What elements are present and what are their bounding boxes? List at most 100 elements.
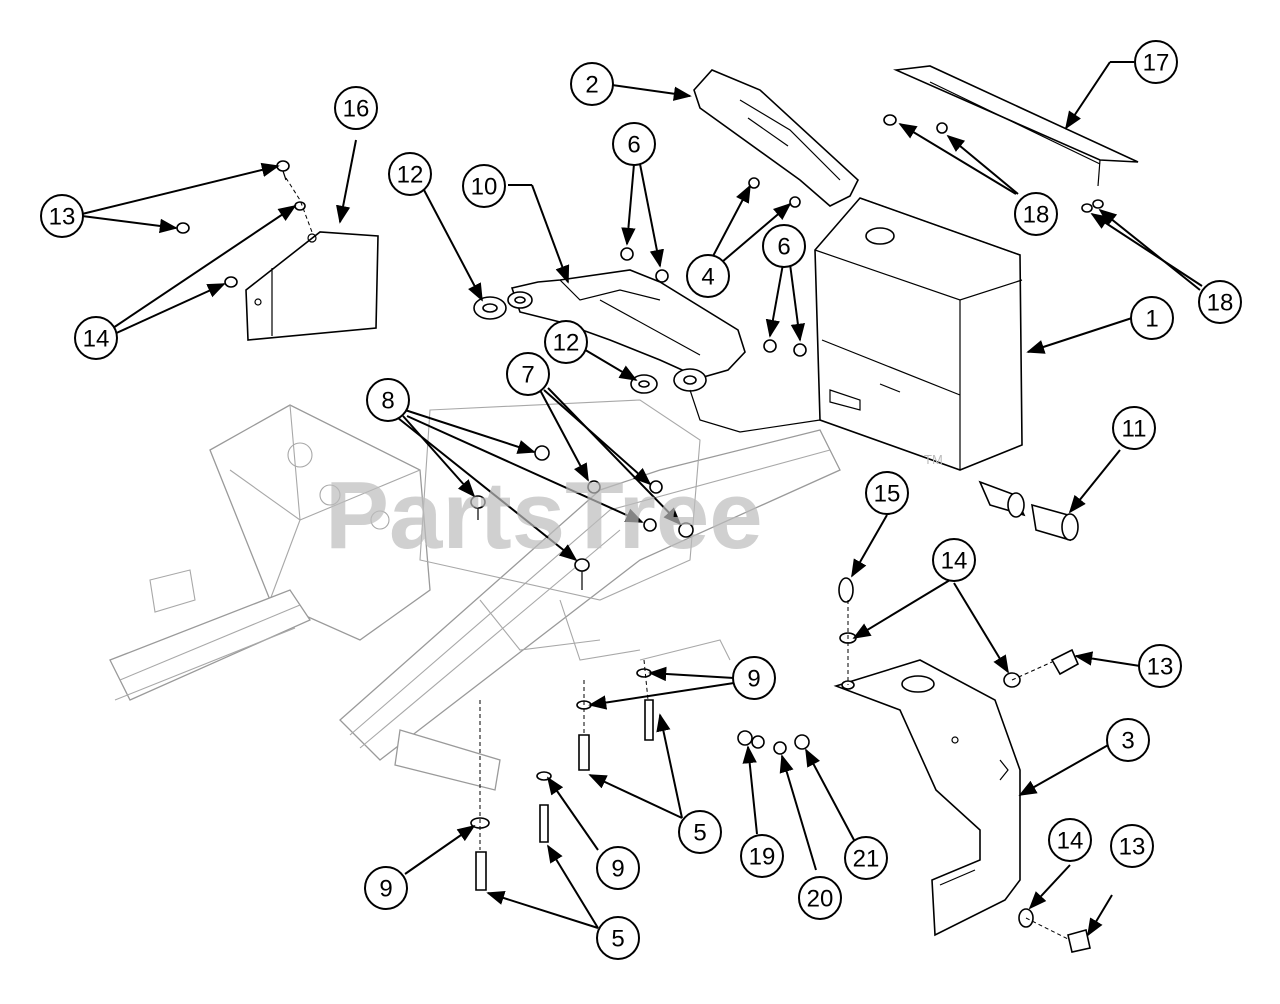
callout-c13b: 13 xyxy=(1138,644,1182,688)
callout-c17: 17 xyxy=(1134,40,1178,84)
callout-label: 14 xyxy=(1057,828,1084,855)
callout-c18b: 18 xyxy=(1198,280,1242,324)
callout-circle xyxy=(570,62,614,106)
callout-label: 4 xyxy=(701,264,714,291)
callout-c14c: 14 xyxy=(1048,818,1092,862)
callout-c10: 10 xyxy=(462,164,506,208)
callout-circle xyxy=(865,471,909,515)
callout-circle xyxy=(334,86,378,130)
callout-circle xyxy=(596,916,640,960)
callout-circle xyxy=(544,320,588,364)
callout-c11: 11 xyxy=(1112,406,1156,450)
callout-circle xyxy=(462,164,506,208)
callout-circle xyxy=(686,254,730,298)
callout-label: 7 xyxy=(521,362,534,389)
callout-label: 13 xyxy=(1119,834,1146,861)
callout-c5a: 5 xyxy=(678,810,722,854)
callout-label: 13 xyxy=(49,204,76,231)
callout-circle xyxy=(740,834,784,878)
callout-c16: 16 xyxy=(334,86,378,130)
leader-lines xyxy=(81,61,1203,937)
callout-circle xyxy=(1048,818,1092,862)
callout-circle xyxy=(1112,406,1156,450)
callout-circle xyxy=(74,316,118,360)
callout-c15: 15 xyxy=(865,471,909,515)
callout-label: 14 xyxy=(83,326,110,353)
part-11-tailpipe xyxy=(978,480,1079,542)
callout-circle xyxy=(678,810,722,854)
callout-c9b: 9 xyxy=(596,846,640,890)
callout-label: 6 xyxy=(627,132,640,159)
callout-circle xyxy=(1134,40,1178,84)
callout-c14b: 14 xyxy=(932,538,976,582)
callout-label: 17 xyxy=(1143,50,1170,77)
callout-circle xyxy=(596,846,640,890)
callout-label: 1 xyxy=(1145,306,1158,333)
hardware xyxy=(470,177,1091,953)
callout-label: 9 xyxy=(747,666,760,693)
callout-label: 5 xyxy=(611,926,624,953)
callout-label: 20 xyxy=(807,886,834,913)
watermark: PartsTree TM xyxy=(325,452,943,569)
callout-label: 10 xyxy=(471,174,498,201)
callout-c9a: 9 xyxy=(732,656,776,700)
callout-c12a: 12 xyxy=(388,152,432,196)
callout-label: 12 xyxy=(397,162,424,189)
callout-circle xyxy=(732,656,776,700)
callout-label: 8 xyxy=(381,388,394,415)
callout-c1: 1 xyxy=(1130,296,1174,340)
callout-label: 12 xyxy=(553,330,580,357)
part-2-cover xyxy=(693,69,859,207)
callout-circle xyxy=(1138,644,1182,688)
part-3-shield xyxy=(833,659,1021,937)
callout-label: 9 xyxy=(611,856,624,883)
callout-circle xyxy=(612,122,656,166)
tractor-frame xyxy=(109,399,841,791)
callout-circle xyxy=(932,538,976,582)
part-1-housing xyxy=(814,197,1023,471)
callout-c21: 21 xyxy=(844,836,888,880)
callout-circle xyxy=(40,194,84,238)
callout-c13a: 13 xyxy=(40,194,84,238)
callout-c9c: 9 xyxy=(364,866,408,910)
callout-label: 19 xyxy=(749,844,776,871)
callout-c2: 2 xyxy=(570,62,614,106)
callout-c8: 8 xyxy=(366,378,410,422)
callout-c7: 7 xyxy=(506,352,550,396)
watermark-text: PartsTree xyxy=(325,462,763,569)
callout-label: 18 xyxy=(1023,202,1050,229)
callout-c3: 3 xyxy=(1106,718,1150,762)
callout-c18a: 18 xyxy=(1014,192,1058,236)
callout-circle xyxy=(364,866,408,910)
part-17-plate xyxy=(883,65,1139,213)
callout-c5b: 5 xyxy=(596,916,640,960)
callout-circle xyxy=(844,836,888,880)
callout-circle xyxy=(506,352,550,396)
callout-c19: 19 xyxy=(740,834,784,878)
callout-c4: 4 xyxy=(686,254,730,298)
callout-label: 9 xyxy=(379,876,392,903)
callout-label: 21 xyxy=(853,846,880,873)
callout-label: 5 xyxy=(693,820,706,847)
callout-label: 13 xyxy=(1147,654,1174,681)
callout-label: 3 xyxy=(1121,728,1134,755)
callouts: 1234556678999101112121313131414141516171… xyxy=(40,40,1242,960)
callout-circle xyxy=(1198,280,1242,324)
callout-circle xyxy=(1014,192,1058,236)
callout-c12b: 12 xyxy=(544,320,588,364)
callout-circle xyxy=(1106,718,1150,762)
callout-c13c: 13 xyxy=(1110,824,1154,868)
callout-circle xyxy=(366,378,410,422)
part-10-manifold xyxy=(473,269,821,433)
callout-label: 11 xyxy=(1122,416,1147,443)
part-16-shield xyxy=(176,160,379,341)
callout-circle xyxy=(798,876,842,920)
callout-label: 15 xyxy=(874,481,901,508)
callout-circle xyxy=(388,152,432,196)
callout-circle xyxy=(762,224,806,268)
callout-label: 2 xyxy=(585,72,598,99)
callout-c20: 20 xyxy=(798,876,842,920)
callout-circle xyxy=(1110,824,1154,868)
